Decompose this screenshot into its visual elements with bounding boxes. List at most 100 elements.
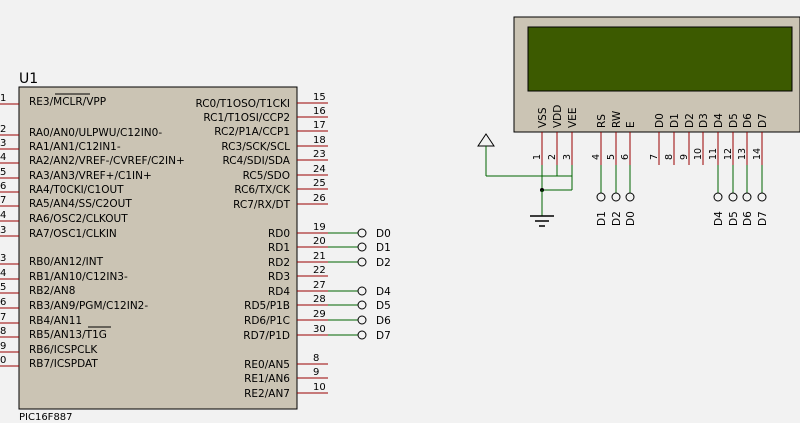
lcd-pin-label: E xyxy=(625,121,637,128)
pin-number: 10 xyxy=(313,382,326,393)
lcd-pin-number: 8 xyxy=(664,154,675,160)
pin-label: RB7/ICSPDAT xyxy=(29,358,98,370)
pin-label: RD1 xyxy=(268,242,290,254)
lcd-pin-number: 3 xyxy=(562,154,573,160)
lcd-supply-wires xyxy=(486,165,573,216)
pin-label: RA0/AN0/ULPWU/C12IN0- xyxy=(29,127,162,139)
net-label: D2 xyxy=(376,257,391,269)
ground-symbol xyxy=(530,215,554,227)
pin-number: 8 xyxy=(0,326,6,337)
pin-number: 4 xyxy=(0,268,6,279)
net-label: D0 xyxy=(376,228,391,240)
pin-label: RD2 xyxy=(268,257,290,269)
pin-label: RB0/AN12/INT xyxy=(29,256,104,268)
lcd-terminal-label: D2 xyxy=(611,211,623,226)
lcd-pin-number: 2 xyxy=(547,154,558,160)
net-terminal xyxy=(357,242,367,252)
pin-label: RD4 xyxy=(268,286,290,298)
pin-number: 29 xyxy=(313,309,326,320)
lcd-pin-label: D0 xyxy=(654,113,666,128)
lcd-pin-label: D6 xyxy=(742,113,754,128)
pin-number: 25 xyxy=(313,178,326,189)
pin-label: RB3/AN9/PGM/C12IN2- xyxy=(29,300,148,312)
lcd-pin-number: 9 xyxy=(679,154,690,160)
lcd-terminal-label: D7 xyxy=(757,211,769,226)
mcu-ref-label: U1 xyxy=(19,71,38,87)
pin-label: RC4/SDI/SDA xyxy=(223,155,291,167)
pin-label: RD6/P1C xyxy=(244,315,290,327)
pin-number: 3 xyxy=(0,253,6,264)
pin-number: 9 xyxy=(0,341,6,352)
lcd-terminal xyxy=(728,192,738,202)
lcd-pin-number: 10 xyxy=(693,148,704,160)
mcu-body[interactable] xyxy=(18,86,298,410)
pin-number: 21 xyxy=(313,251,326,262)
mcu-part-label: PIC16F887 xyxy=(19,412,73,423)
net-terminal xyxy=(357,257,367,267)
pin-label: RA7/OSC1/CLKIN xyxy=(29,228,117,240)
pin-label: RB5/AN13/T1G xyxy=(29,329,107,341)
lcd-pin-number: 4 xyxy=(591,154,602,160)
lcd-pins: 1VSS2VDD3VEE4RS5RW6E7D08D19D210D311D412D… xyxy=(532,105,769,165)
lcd-pin-label: D3 xyxy=(698,113,710,128)
pin-label: RC1/T1OSI/CCP2 xyxy=(203,112,290,124)
power-symbol xyxy=(477,133,495,176)
pin-number: 27 xyxy=(313,280,326,291)
lcd-pin-label: VEE xyxy=(567,108,579,128)
pin-number: 5 xyxy=(0,167,6,178)
pin-number: 24 xyxy=(313,164,326,175)
pin-label: RC5/SDO xyxy=(243,170,290,182)
pin-number: 22 xyxy=(313,265,326,276)
lcd-pin-number: 13 xyxy=(737,148,748,160)
pin-number: 15 xyxy=(313,92,326,103)
net-terminal xyxy=(357,315,367,325)
pin-label: RA5/AN4/SS/C2OUT xyxy=(29,198,132,210)
pin-number: 20 xyxy=(313,236,326,247)
pin-label: RA4/T0CKI/C1OUT xyxy=(29,184,124,196)
pin-label: RC2/P1A/CCP1 xyxy=(214,126,290,138)
pin-label: RB4/AN11 xyxy=(29,315,82,327)
lcd-pin-label: D4 xyxy=(713,113,725,128)
pin-label: RD7/P1D xyxy=(243,330,290,342)
lcd-pin-label: VDD xyxy=(552,105,564,128)
pin-number: 9 xyxy=(313,367,319,378)
pin-number: 6 xyxy=(0,297,6,308)
net-terminal xyxy=(357,330,367,340)
pin-label: RA3/AN3/VREF+/C1IN+ xyxy=(29,170,152,182)
net-terminal xyxy=(357,228,367,238)
pin-number: 16 xyxy=(313,106,326,117)
pin-number: 4 xyxy=(0,152,6,163)
pin-label: RA6/OSC2/CLKOUT xyxy=(29,213,128,225)
lcd-terminal xyxy=(757,192,767,202)
pin-number: 6 xyxy=(0,181,6,192)
lcd-terminal-label: D5 xyxy=(728,211,740,226)
pin-number: 28 xyxy=(313,294,326,305)
pin-number: 23 xyxy=(313,149,326,160)
pin-label: RB1/AN10/C12IN3- xyxy=(29,271,128,283)
pin-number: 0 xyxy=(0,355,6,366)
lcd-terminal xyxy=(742,192,752,202)
pin-number: 26 xyxy=(313,193,326,204)
pin-number: 1 xyxy=(0,93,6,104)
pin-label: RE0/AN5 xyxy=(244,359,290,371)
pin-label: RA2/AN2/VREF-/CVREF/C2IN+ xyxy=(29,155,185,167)
lcd-pin-label: VSS xyxy=(537,107,549,128)
lcd-pin-number: 11 xyxy=(708,148,719,160)
pin-number: 19 xyxy=(313,222,326,233)
lcd-terminal-label: D6 xyxy=(742,211,754,226)
lcd-terminal-label: D4 xyxy=(713,211,725,226)
pin-number: 3 xyxy=(0,225,6,236)
lcd-terminal-label: D1 xyxy=(596,211,608,226)
pin-number: 8 xyxy=(313,353,319,364)
pin-number: 7 xyxy=(0,195,6,206)
net-terminal xyxy=(357,300,367,310)
net-label: D5 xyxy=(376,300,391,312)
lcd-pin-label: D5 xyxy=(728,113,740,128)
net-label: D4 xyxy=(376,286,391,298)
net-terminal xyxy=(357,286,367,296)
net-label: D1 xyxy=(376,242,391,254)
lcd-terminal xyxy=(625,192,635,202)
